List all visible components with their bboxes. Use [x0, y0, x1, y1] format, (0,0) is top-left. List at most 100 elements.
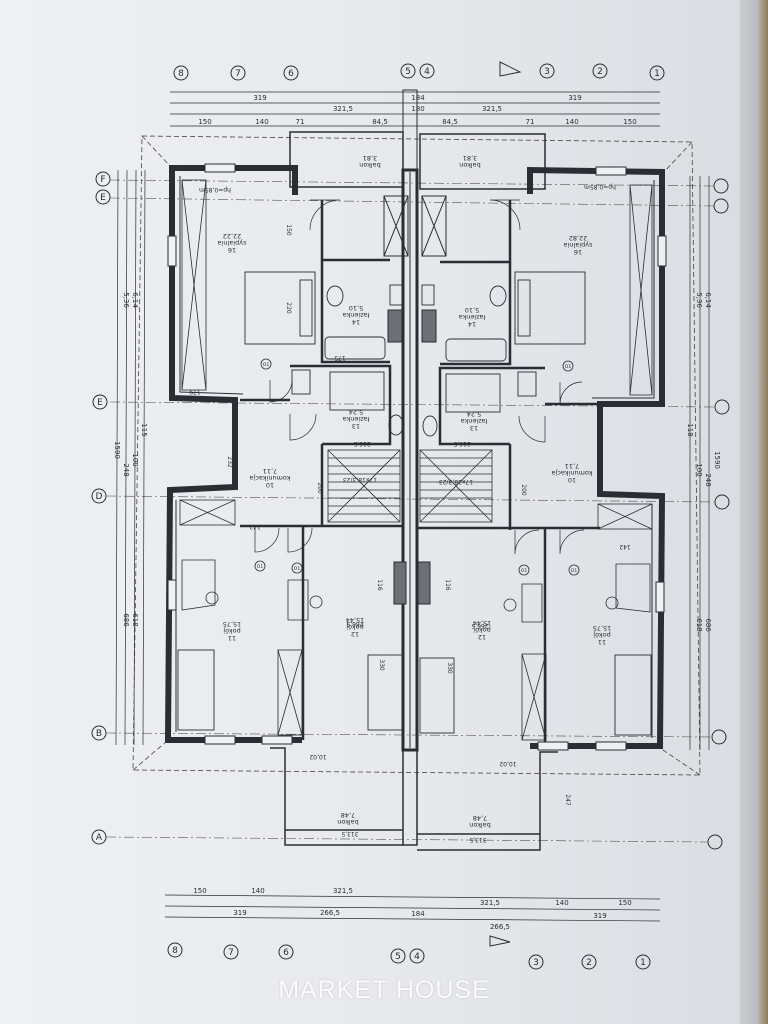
dimension-label: 142 [619, 543, 631, 550]
room-number: 11 [228, 634, 236, 642]
room-number: 12 [351, 630, 359, 638]
dimension-lines-top [170, 91, 660, 127]
dimension-label: 232 [226, 456, 233, 468]
axis-label-side: D [96, 492, 103, 502]
dimension-label: 116 [376, 579, 383, 591]
dim-bottom: 266,5 [490, 923, 510, 931]
grid-axes-side [91, 171, 730, 850]
room-area: 5,24 [349, 408, 363, 416]
room-area: 7,11 [263, 467, 277, 475]
axis-label-top: 7 [235, 69, 241, 79]
watermark-text: MARKET HOUSE [278, 976, 490, 1004]
level-label: 10,02 [309, 753, 326, 760]
room-area: 5,24 [467, 410, 481, 418]
dim-side-left: 248 [122, 463, 130, 476]
level-label: 10,02 [499, 760, 516, 767]
dim-side-right: 618 [695, 618, 703, 631]
window-tag: O1 [571, 568, 578, 574]
stairs-label: 17x18,3/23 [343, 476, 377, 483]
dim-side-right: 5,36 [695, 292, 703, 308]
roof-outline [132, 135, 701, 776]
room-name: pokój [593, 631, 611, 639]
room-name: pokój [223, 627, 241, 635]
window-tags [254, 358, 580, 576]
axis-label-bottom: 3 [533, 958, 539, 968]
room-name: sypialnia [564, 241, 593, 249]
wardrobes [179, 179, 653, 741]
room-name: łazienka [343, 415, 370, 423]
window-height-label: hp=0,85m [584, 183, 616, 190]
dim-side-right: 100 [695, 463, 703, 476]
axis-label-bottom: 5 [395, 952, 401, 962]
room-area: 5,10 [465, 306, 479, 314]
dimension-label: 175 [334, 354, 346, 361]
axis-label-bottom: 4 [414, 952, 420, 962]
dimension-label: 200 [316, 482, 323, 494]
dim-side-right: 118 [686, 423, 694, 436]
dim-top: 150 [198, 118, 211, 126]
room-name: łazienka [461, 417, 488, 425]
door-swings [254, 199, 585, 555]
window-tag: O1 [521, 568, 528, 574]
dim-bottom: 184 [411, 910, 425, 918]
dimension-label: 220 [285, 302, 292, 314]
room-area: 15,44 [473, 619, 492, 627]
dim-top: 84,5 [442, 118, 458, 126]
dimension-label: 216,5 [453, 440, 470, 447]
balconies [270, 131, 558, 851]
dimension-label: 266,5 [471, 622, 488, 629]
dimension-lines-bottom [164, 894, 661, 922]
window-height-label: hp=0,85m [199, 186, 231, 193]
interior-walls [240, 200, 600, 746]
dim-bottom: 321,5 [333, 887, 353, 895]
dim-side-left: 686 [122, 613, 130, 627]
dimension-label: 330 [446, 662, 453, 674]
dim-top: 180 [411, 105, 424, 113]
window-tag: O1 [565, 364, 572, 370]
room-name: sypialnia [218, 239, 247, 247]
room-area: 22,22 [223, 232, 242, 240]
room-number: 11 [598, 638, 606, 646]
dim-side-right: 248 [704, 473, 712, 486]
axis-label-side: A [96, 833, 103, 843]
axis-label-top: 6 [288, 69, 294, 79]
room-number: 12 [478, 633, 486, 641]
balcony-area: 7,48 [473, 814, 487, 822]
room-name: komunikacja [552, 469, 593, 477]
balcony-area: 3,81 [463, 154, 477, 162]
desks [181, 559, 651, 623]
room-number: 10 [568, 476, 576, 484]
dimension-label: 313,5 [469, 836, 486, 843]
page-edge [740, 0, 768, 1024]
room-area: 15,75 [223, 620, 242, 628]
dim-top: 71 [296, 118, 305, 126]
dimension-label: 200 [520, 484, 527, 496]
axis-label-bottom: 7 [228, 948, 234, 958]
room-number: 13 [352, 422, 360, 430]
dim-side-right: 1590 [713, 451, 721, 469]
grid-axes-top [173, 63, 665, 81]
bathroom-fixtures [291, 284, 537, 437]
dim-side-left: 6,14 [131, 292, 139, 308]
axis-label-top: 3 [544, 67, 550, 77]
room-labels: 16 sypialnia 22,22 14 łazienka 5,10 13 ł… [218, 154, 612, 829]
windows [167, 163, 667, 751]
dimension-lines-side [115, 169, 710, 750]
room-number: 13 [470, 424, 478, 432]
dim-top: 140 [255, 118, 268, 126]
dim-top: 321,5 [482, 105, 502, 113]
axis-label-bottom: 6 [283, 948, 289, 958]
room-name: komunikacja [250, 474, 291, 482]
axis-label-side: B [96, 729, 102, 739]
axis-label-side: F [100, 175, 105, 185]
dim-top: 321,5 [333, 105, 353, 113]
balcony-name: balkon [359, 161, 381, 169]
dim-bottom: 140 [251, 887, 264, 895]
room-name: pokój [346, 623, 364, 631]
room-area: 5,10 [349, 304, 363, 312]
room-name: pokój [473, 626, 491, 634]
balcony-name: balkon [337, 818, 359, 826]
dim-side-right: 6,14 [704, 292, 712, 308]
dim-bottom: 150 [618, 899, 631, 907]
